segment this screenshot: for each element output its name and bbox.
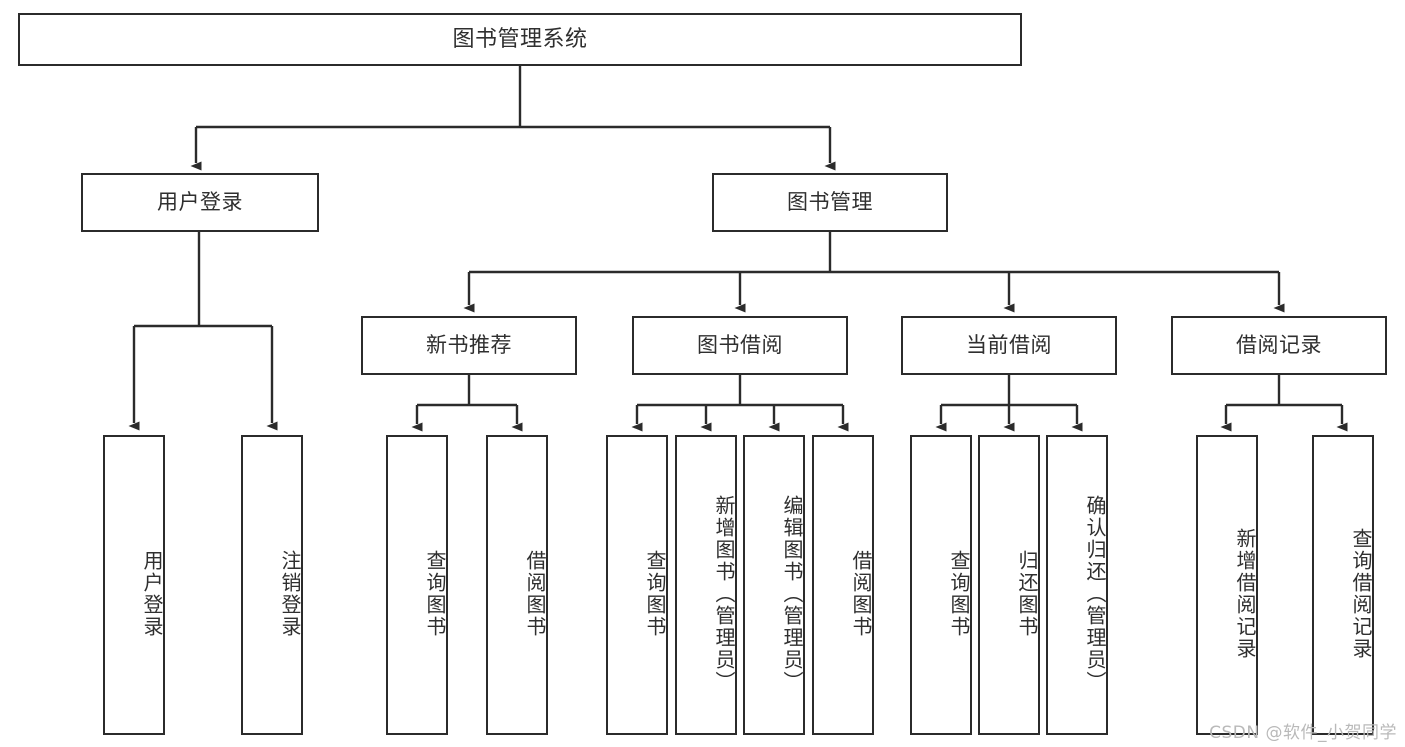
- leaf-confirm-return-admin[interactable]: 确认归还（管理员）: [1046, 435, 1108, 735]
- node-label: 查询图书: [947, 550, 971, 638]
- leaf-user-login[interactable]: 用户登录: [103, 435, 165, 735]
- node-current-borrow[interactable]: 当前借阅: [901, 316, 1117, 375]
- leaf-borrow-book[interactable]: 借阅图书: [812, 435, 874, 735]
- node-label: 当前借阅: [966, 333, 1052, 358]
- node-label: 查询借阅记录: [1349, 528, 1373, 660]
- leaf-query-book-current[interactable]: 查询图书: [910, 435, 972, 735]
- node-label: 新增借阅记录: [1233, 528, 1257, 660]
- node-label: 归还图书: [1015, 550, 1039, 638]
- node-root-book-management-system[interactable]: 图书管理系统: [18, 13, 1022, 66]
- node-label: 图书管理系统: [452, 26, 588, 52]
- node-label: 新书推荐: [426, 333, 512, 358]
- node-label: 确认归还（管理员）: [1083, 495, 1107, 693]
- node-label: 用户登录: [157, 190, 243, 215]
- node-label: 新增图书（管理员）: [712, 495, 736, 693]
- node-label: 图书管理: [787, 190, 873, 215]
- node-label: 借阅记录: [1236, 333, 1322, 358]
- csdn-watermark: CSDN @软件_小贺同学: [1209, 723, 1397, 743]
- leaf-borrow-book-recommend[interactable]: 借阅图书: [486, 435, 548, 735]
- node-label: 查询图书: [643, 550, 667, 638]
- node-user-login[interactable]: 用户登录: [81, 173, 319, 232]
- leaf-query-book-borrow[interactable]: 查询图书: [606, 435, 668, 735]
- leaf-query-borrow-record[interactable]: 查询借阅记录: [1312, 435, 1374, 735]
- node-label: 注销登录: [278, 550, 302, 638]
- node-label: 借阅图书: [523, 550, 547, 638]
- leaf-add-book-admin[interactable]: 新增图书（管理员）: [675, 435, 737, 735]
- node-label: 借阅图书: [849, 550, 873, 638]
- node-label: 图书借阅: [697, 333, 783, 358]
- node-book-management[interactable]: 图书管理: [712, 173, 948, 232]
- node-borrow-record[interactable]: 借阅记录: [1171, 316, 1387, 375]
- node-new-book-recommend[interactable]: 新书推荐: [361, 316, 577, 375]
- leaf-return-book[interactable]: 归还图书: [978, 435, 1040, 735]
- node-label: 用户登录: [140, 550, 164, 638]
- node-book-borrow[interactable]: 图书借阅: [632, 316, 848, 375]
- leaf-query-book-recommend[interactable]: 查询图书: [386, 435, 448, 735]
- leaf-edit-book-admin[interactable]: 编辑图书（管理员）: [743, 435, 805, 735]
- node-label: 编辑图书（管理员）: [780, 495, 804, 693]
- leaf-logout-login[interactable]: 注销登录: [241, 435, 303, 735]
- node-label: 查询图书: [423, 550, 447, 638]
- leaf-add-borrow-record[interactable]: 新增借阅记录: [1196, 435, 1258, 735]
